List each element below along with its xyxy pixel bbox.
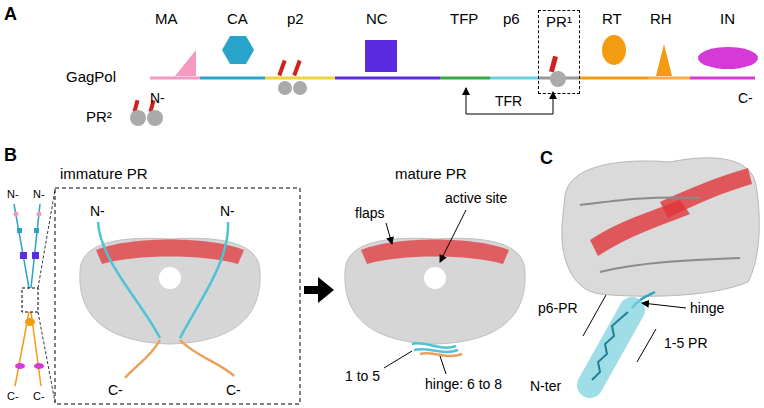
label: TFR — [495, 93, 522, 109]
label: C- — [7, 390, 19, 403]
dashed-box: PR¹ — [538, 10, 580, 94]
label: IN — [720, 10, 735, 27]
label: p2 — [287, 10, 304, 27]
label: N- — [90, 203, 105, 219]
polyprotein-schematic — [14, 188, 301, 404]
label: 1 to 5 — [345, 368, 380, 384]
label: RH — [650, 10, 672, 27]
label: GagPol — [66, 68, 116, 85]
gagpol-line — [150, 77, 755, 80]
label: RT — [602, 10, 622, 27]
maturation-arrow — [304, 277, 334, 303]
label: MA — [155, 10, 178, 27]
label: N- — [150, 90, 165, 106]
label: CA — [227, 10, 248, 27]
label: NC — [366, 10, 388, 27]
tfr-bracket — [466, 88, 553, 114]
label: mature PR — [395, 165, 467, 182]
label: p6 — [503, 10, 520, 27]
label: hinge: 6 to 8 — [425, 376, 502, 392]
label: C- — [738, 90, 753, 106]
panel-letter: C — [540, 148, 553, 169]
domain-shapes — [130, 35, 758, 126]
label: C- — [33, 390, 45, 403]
label: N- — [7, 188, 19, 201]
label: p6-PR — [538, 300, 578, 316]
label: N-ter — [530, 378, 561, 394]
label: flaps — [355, 205, 385, 221]
mature-protease — [345, 210, 525, 374]
protease-structure — [562, 158, 760, 385]
label: immature PR — [60, 165, 148, 182]
label: hinge — [690, 300, 724, 316]
label: 1-5 PR — [664, 335, 708, 351]
panel-letter: A — [4, 4, 17, 25]
panel-letter: B — [4, 145, 17, 166]
label: N- — [33, 188, 45, 201]
label: C- — [226, 382, 241, 398]
label: C- — [108, 382, 123, 398]
immature-protease — [80, 222, 260, 378]
label: active site — [445, 190, 507, 206]
label: TFP — [450, 10, 478, 27]
label: N- — [220, 203, 235, 219]
domain-label: PR¹ — [539, 13, 579, 30]
label: PR² — [86, 108, 112, 125]
